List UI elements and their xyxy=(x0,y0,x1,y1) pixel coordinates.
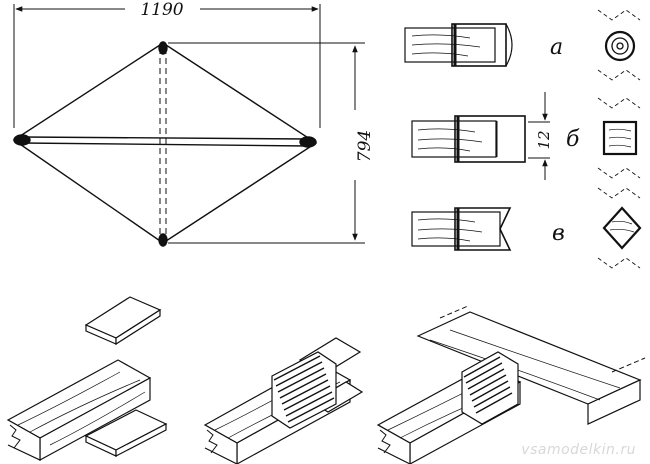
width-label: 1190 xyxy=(140,0,183,20)
variant-v-section xyxy=(597,187,642,269)
variant-b-label: б xyxy=(566,127,580,152)
variant-a-label: а xyxy=(550,35,563,60)
assembly-step-1 xyxy=(6,296,168,462)
horizontal-spar-bottom xyxy=(21,142,309,147)
assembly-step-3 xyxy=(376,305,646,464)
variant-v-joint xyxy=(411,207,512,251)
joint-gap-dimension xyxy=(528,92,550,180)
watermark: vsamodelkin.ru xyxy=(521,442,636,458)
left-joint xyxy=(13,134,31,146)
top-joint xyxy=(158,41,168,55)
bottom-joint xyxy=(158,233,168,247)
height-dimension xyxy=(168,42,365,244)
horizontal-spar-top xyxy=(21,136,309,140)
kite-frame xyxy=(12,41,318,247)
variant-a-joint xyxy=(404,23,513,67)
right-joint xyxy=(299,136,317,148)
height-label: 794 xyxy=(355,130,375,162)
variant-v-label: в xyxy=(552,221,565,246)
variant-a-section xyxy=(597,9,641,81)
variant-b-joint xyxy=(411,115,526,163)
variant-b-section xyxy=(597,97,641,179)
joint-gap-label: 12 xyxy=(535,130,553,149)
width-dimension xyxy=(13,4,321,128)
assembly-step-2 xyxy=(203,337,364,464)
